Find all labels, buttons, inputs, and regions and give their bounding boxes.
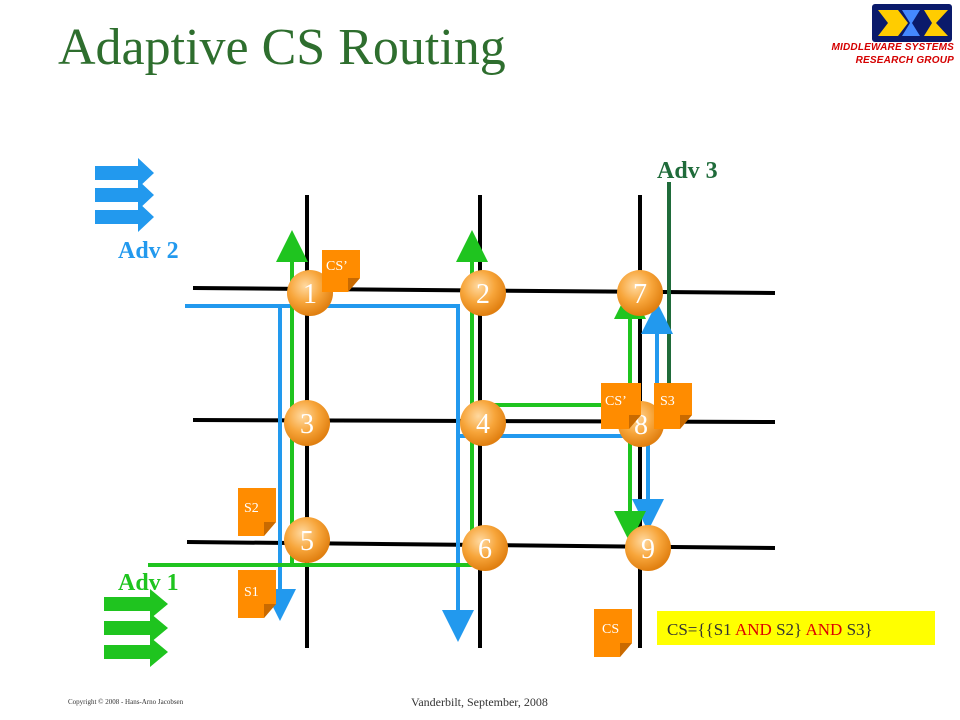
adv3-label: Adv 3: [657, 158, 718, 184]
node-label: 4: [476, 409, 490, 440]
copyright: Copyright © 2008 - Hans-Arno Jacobsen: [68, 698, 184, 706]
node-label: 9: [641, 534, 655, 565]
adv2-arrow-group: [95, 158, 154, 232]
svg-text:CS={{S1 AND S2} AND S3}: CS={{S1 AND S2} AND S3}: [667, 620, 873, 639]
cs-expression: CS={{S1 AND S2} AND S3}: [657, 611, 935, 645]
svg-text:S1: S1: [244, 585, 259, 600]
expression-prefix: CS={{S1: [667, 620, 735, 639]
logo-line1: MIDDLEWARE SYSTEMS: [831, 42, 954, 53]
broker-node: 6: [462, 525, 508, 571]
broker-node: 4: [460, 400, 506, 446]
note-s3: S3: [654, 383, 692, 429]
broker-nodes: 1 2 7 3 4 8 5 6: [284, 270, 671, 571]
broker-node: 3: [284, 400, 330, 446]
broker-node: 5: [284, 517, 330, 563]
expression-and: AND: [806, 620, 843, 639]
expression-mid: S2}: [772, 620, 806, 639]
venue: Vanderbilt, September, 2008: [411, 695, 548, 709]
node-label: 7: [633, 279, 647, 310]
note-s2: S2: [238, 488, 276, 536]
svg-text:CS’: CS’: [605, 394, 627, 409]
node-label: 3: [300, 409, 314, 440]
broker-node: 2: [460, 270, 506, 316]
adv1-label: Adv 1: [118, 570, 179, 596]
svg-text:S2: S2: [244, 501, 259, 516]
page-title: Adaptive CS Routing: [58, 19, 506, 76]
research-group-logo: [872, 4, 952, 42]
node-label: 6: [478, 534, 492, 565]
svg-text:S3: S3: [660, 394, 675, 409]
broker-node: 1: [287, 270, 333, 316]
adv1-paths: [148, 230, 646, 567]
broker-node: 9: [625, 525, 671, 571]
note-cs: CS: [594, 609, 632, 657]
adv2-paths: [185, 302, 673, 642]
svg-text:CS: CS: [602, 622, 619, 637]
node-label: 2: [476, 279, 490, 310]
note-cs-prime-top: CS’: [322, 250, 360, 292]
expression-and: AND: [735, 620, 772, 639]
svg-text:CS’: CS’: [326, 259, 348, 274]
node-label: 5: [300, 526, 314, 557]
node-label: 1: [303, 279, 317, 310]
broker-node: 7: [617, 270, 663, 316]
adv1-arrow-group: [104, 589, 168, 667]
expression-suffix: S3}: [842, 620, 872, 639]
logo-line2: RESEARCH GROUP: [855, 55, 954, 66]
adv2-label: Adv 2: [118, 238, 179, 264]
note-cs-prime-mid: CS’: [601, 383, 641, 429]
note-s1: S1: [238, 570, 276, 618]
